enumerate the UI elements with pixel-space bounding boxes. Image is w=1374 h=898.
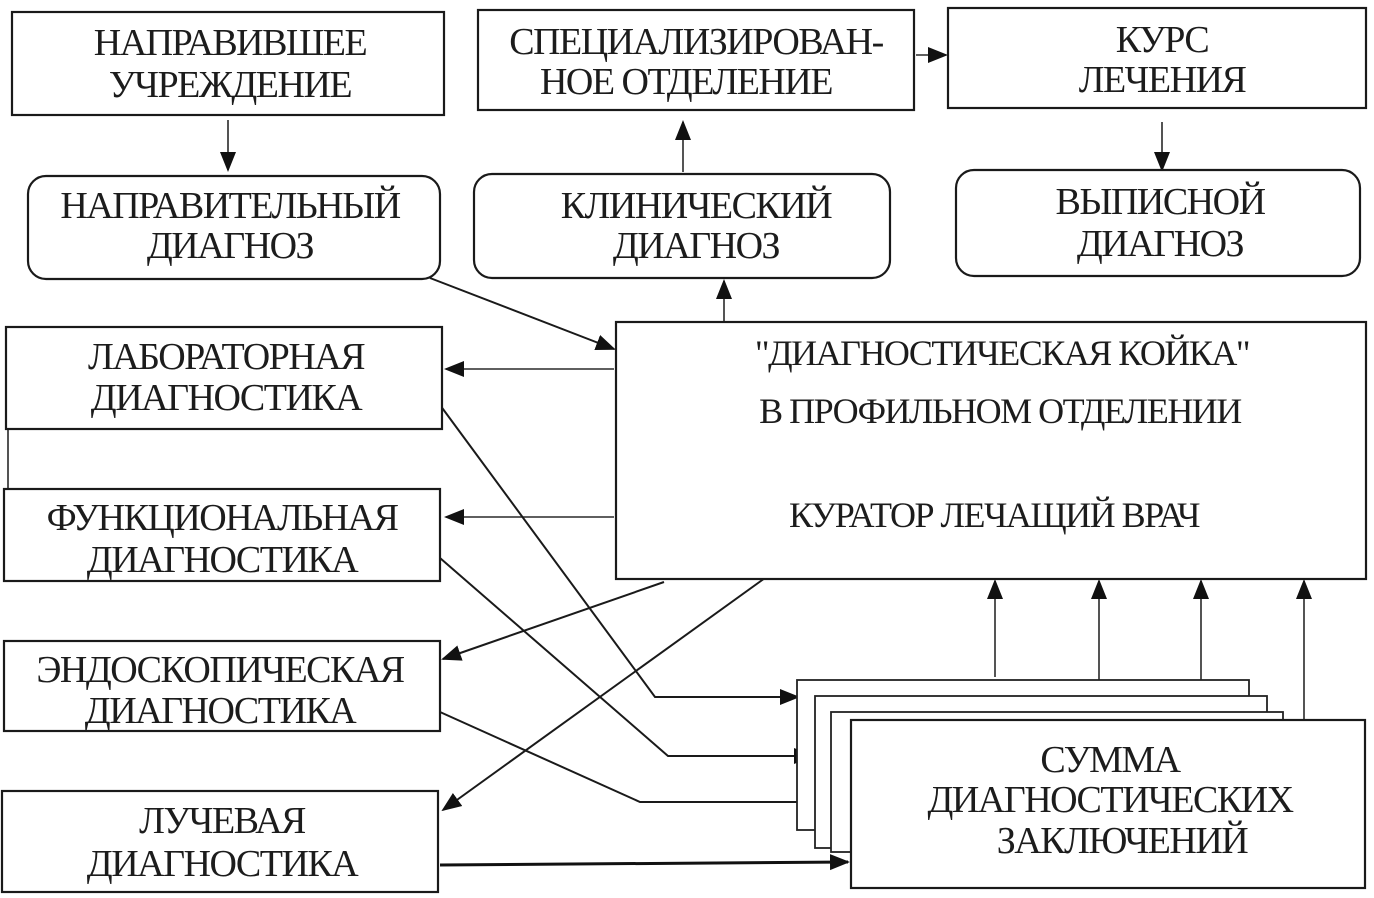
node-label-line: КУРС bbox=[1116, 19, 1209, 61]
node-label-line: ЗАКЛЮЧЕНИЙ bbox=[997, 820, 1249, 862]
node-label-line: ДИАГНОЗ bbox=[1077, 223, 1244, 265]
node-discharge-diagnosis: ВЫПИСНОЙ ДИАГНОЗ bbox=[954, 168, 1362, 278]
edge-endoscopic-to-sum bbox=[439, 711, 818, 810]
node-label-line: НОЕ ОТДЕЛЕНИЕ bbox=[540, 61, 832, 103]
node-label-line: ДИАГНОЗ bbox=[613, 225, 780, 267]
node-referring-institution: НАПРАВИВШЕЕ УЧРЕЖДЕНИЕ bbox=[10, 10, 446, 117]
node-label-line: ЭНДОСКОПИЧЕСКАЯ bbox=[36, 649, 404, 691]
edge-radiation-to-sum bbox=[439, 854, 850, 871]
node-label-line: УЧРЕЖДЕНИЕ bbox=[109, 64, 352, 106]
node-label-line: ЛЕЧЕНИЯ bbox=[1079, 59, 1247, 101]
node-clinical-diagnosis: КЛИНИЧЕСКИЙ ДИАГНОЗ bbox=[472, 172, 892, 280]
node-label-line: СУММА bbox=[1040, 739, 1181, 781]
connectors bbox=[7, 47, 1312, 871]
node-label-line: КУРАТОР ЛЕЧАЩИЙ ВРАЧ bbox=[789, 495, 1200, 535]
node-diagnostic-bed: "ДИАГНОСТИЧЕСКАЯ КОЙКА" В ПРОФИЛЬНОМ ОТД… bbox=[614, 320, 1368, 581]
node-label-line: ВЫПИСНОЙ bbox=[1055, 181, 1265, 223]
node-endoscopic-diagnostics: ЭНДОСКОПИЧЕСКАЯ ДИАГНОСТИКА bbox=[2, 639, 442, 733]
node-label-line: ДИАГНОСТИКА bbox=[85, 690, 357, 732]
node-label-line: "ДИАГНОСТИЧЕСКАЯ КОЙКА" bbox=[755, 333, 1249, 373]
node-label-line: ДИАГНОЗ bbox=[147, 225, 314, 267]
node-specialized-department: СПЕЦИАЛИЗИРОВАН- НОЕ ОТДЕЛЕНИЕ bbox=[476, 8, 916, 112]
node-label-line: В ПРОФИЛЬНОМ ОТДЕЛЕНИИ bbox=[759, 391, 1241, 431]
edge-functional-to-sum bbox=[439, 557, 814, 764]
edge-bed-to-radiation bbox=[441, 577, 766, 812]
node-label-line: ДИАГНОСТИКА bbox=[87, 843, 359, 885]
node-label-line: КЛИНИЧЕСКИЙ bbox=[561, 185, 832, 227]
node-sum-of-conclusions-stack: СУММА ДИАГНОСТИЧЕСКИХ ЗАКЛЮЧЕНИЙ bbox=[796, 679, 1367, 890]
node-radiation-diagnostics: ЛУЧЕВАЯ ДИАГНОСТИКА bbox=[0, 789, 440, 894]
edge-bed-to-endoscopic bbox=[441, 581, 665, 661]
node-label-line: НАПРАВИТЕЛЬНЫЙ bbox=[60, 185, 400, 227]
node-functional-diagnostics: ФУНКЦИОНАЛЬНАЯ ДИАГНОСТИКА bbox=[2, 487, 442, 583]
edge-referral-diagnosis-to-bed bbox=[429, 277, 616, 350]
node-laboratory-diagnostics: ЛАБОРАТОРНАЯ ДИАГНОСТИКА bbox=[4, 325, 444, 431]
edge-laboratory-to-sum bbox=[439, 404, 800, 705]
node-referral-diagnosis: НАПРАВИТЕЛЬНЫЙ ДИАГНОЗ bbox=[26, 174, 442, 281]
node-label-line: СПЕЦИАЛИЗИРОВАН- bbox=[509, 21, 883, 63]
node-label-line: ФУНКЦИОНАЛЬНАЯ bbox=[47, 497, 399, 539]
node-label-line: ДИАГНОСТИКА bbox=[87, 539, 359, 581]
node-label-line: ДИАГНОСТИЧЕСКИХ bbox=[927, 779, 1293, 821]
node-label-line: ЛУЧЕВАЯ bbox=[139, 800, 306, 842]
node-label-line: ЛАБОРАТОРНАЯ bbox=[88, 336, 365, 378]
node-treatment-course: КУРС ЛЕЧЕНИЯ bbox=[946, 6, 1368, 110]
node-sum-of-conclusions: СУММА ДИАГНОСТИЧЕСКИХ ЗАКЛЮЧЕНИЙ bbox=[849, 718, 1367, 890]
node-label-line: НАПРАВИВШЕЕ bbox=[94, 22, 367, 64]
node-label-line: ДИАГНОСТИКА bbox=[91, 377, 363, 419]
